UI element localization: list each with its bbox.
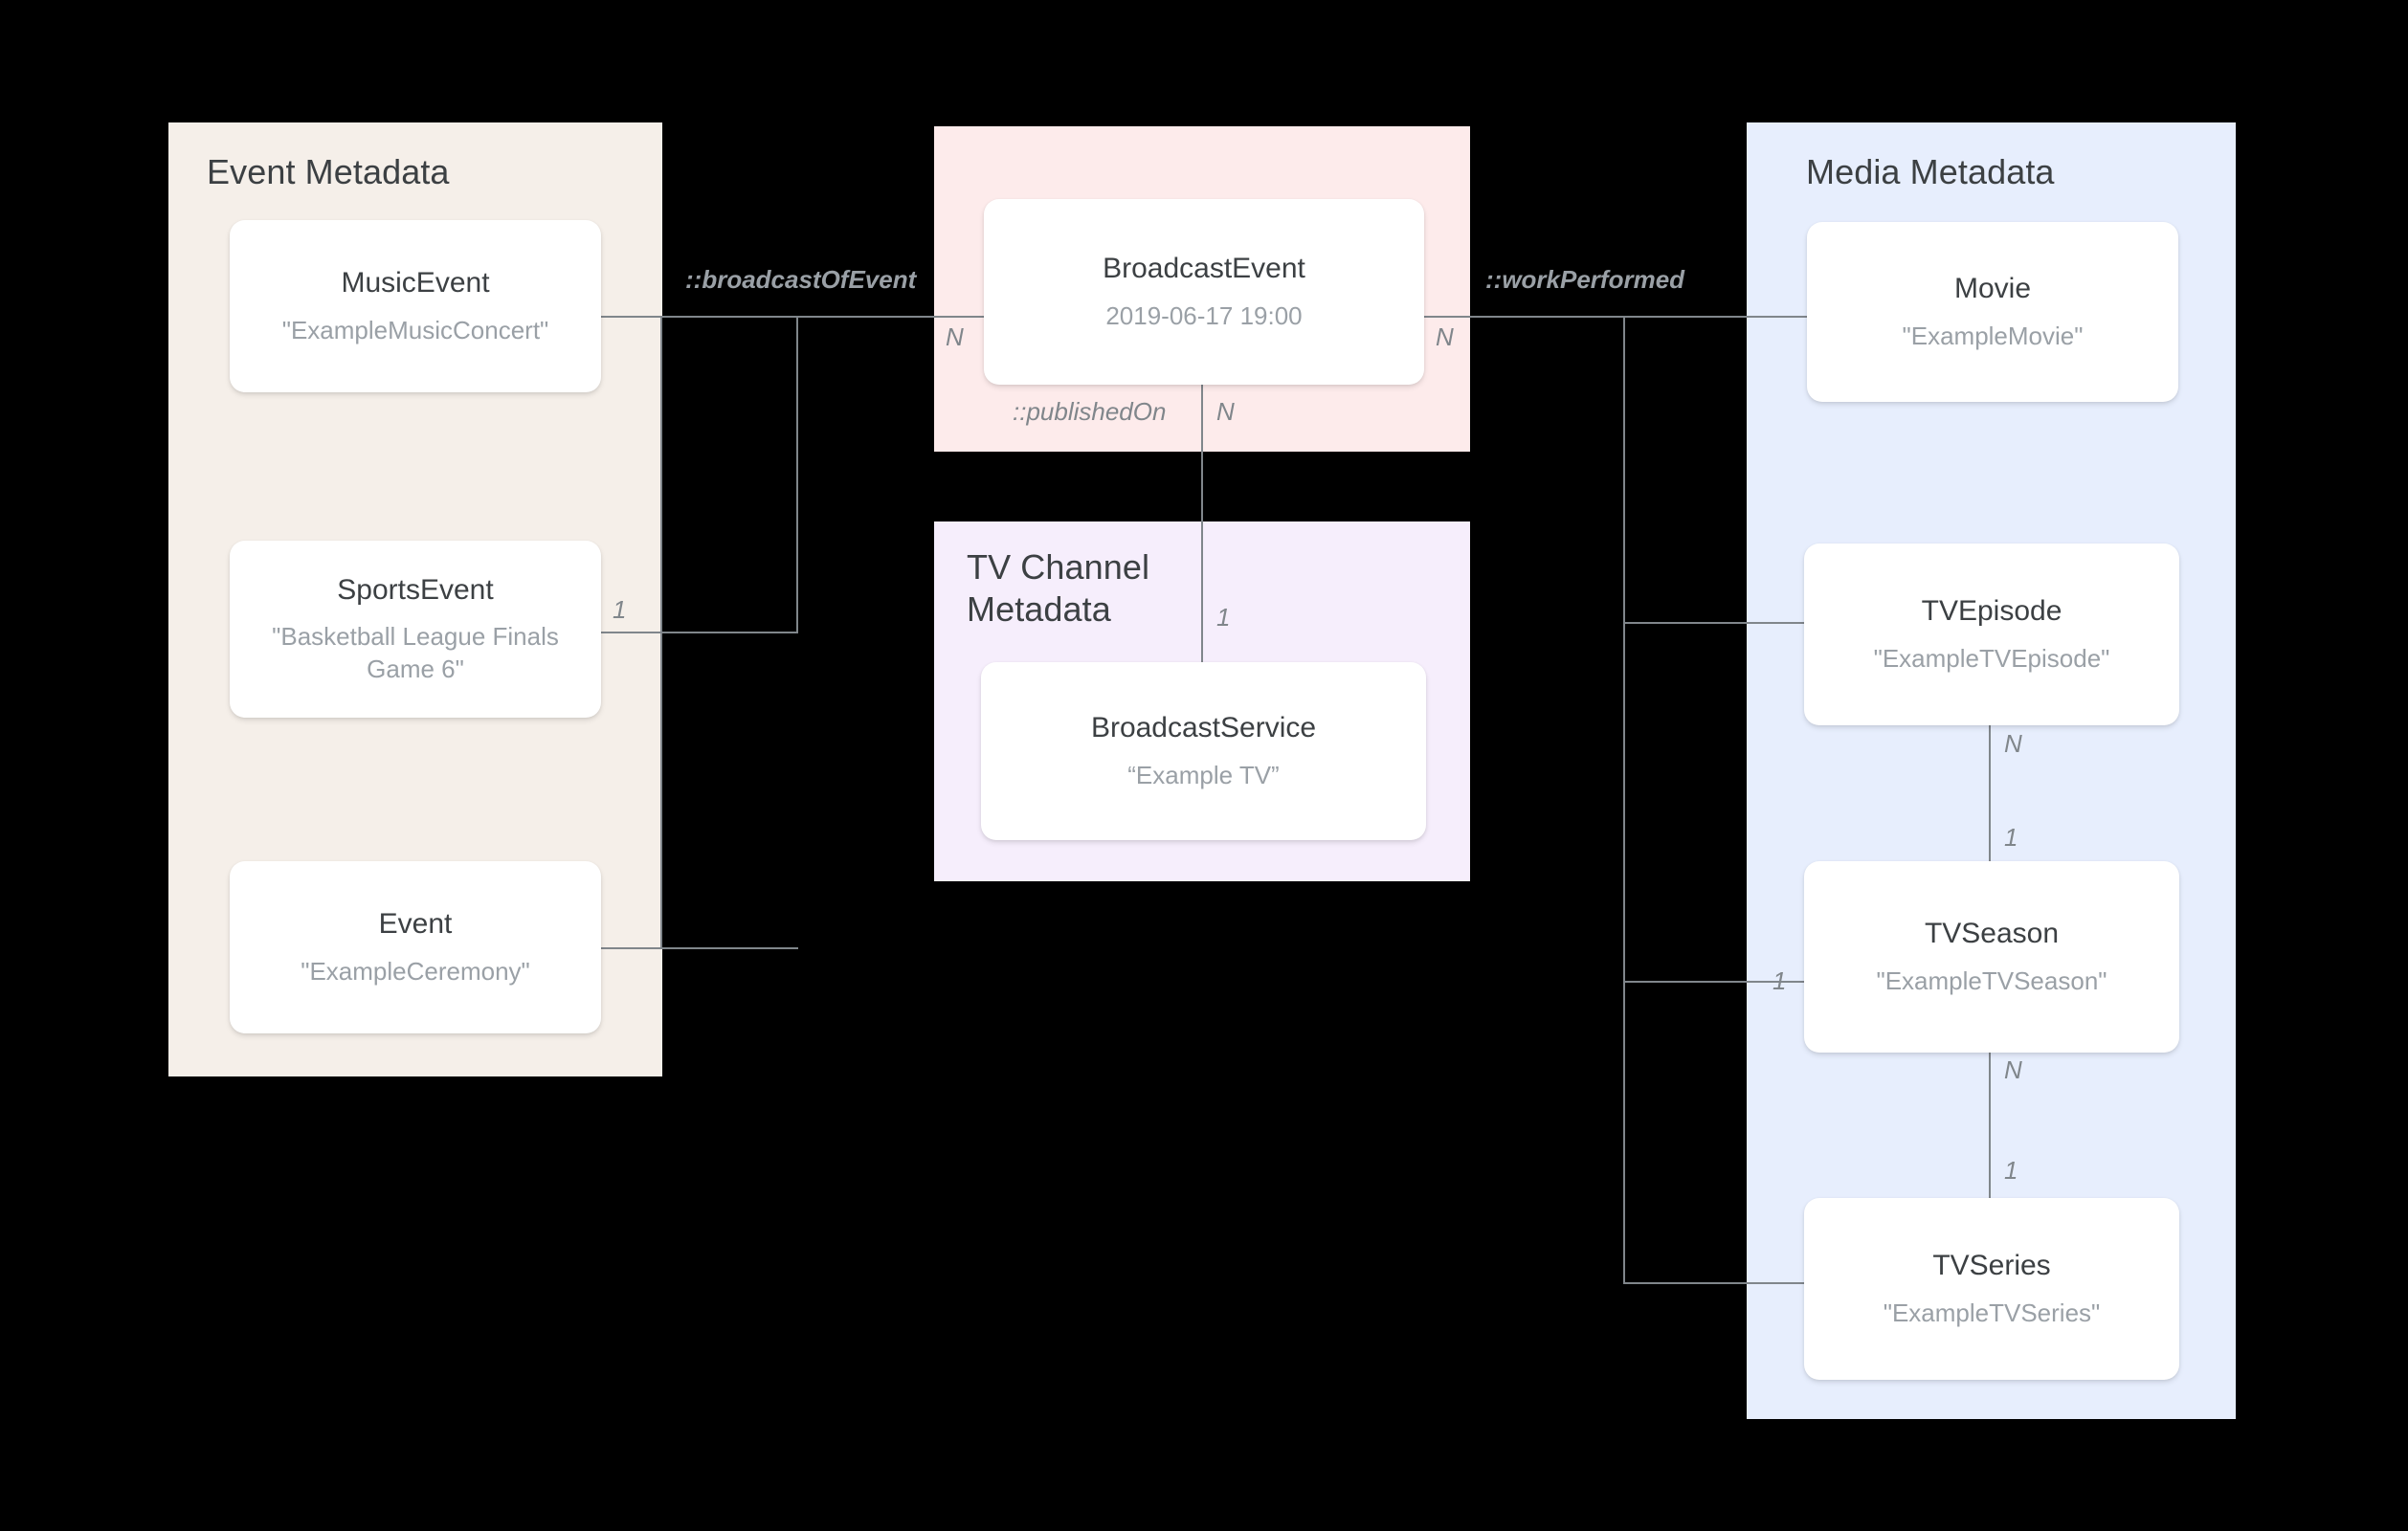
card-movie-value: "ExampleMovie"	[1902, 321, 2084, 350]
card-tv-series-title: TVSeries	[1932, 1250, 2051, 1282]
card-music-event-value: "ExampleMusicConcert"	[281, 315, 549, 344]
edge-to-broadcast-event-left	[796, 316, 984, 318]
card-tv-episode-title: TVEpisode	[1921, 595, 2062, 628]
card-broadcast-event[interactable]: BroadcastEvent 2019-06-17 19:00	[984, 199, 1424, 385]
card-sports-event-value: "Basketball League Finals Game 6"	[272, 622, 559, 684]
relation-label-work-performed: ::workPerformed	[1485, 265, 1685, 294]
edge-tv-episode-to-season	[1989, 725, 1991, 907]
edge-branch-tv-season	[1623, 981, 1807, 983]
cardinality-tv-season-bottom: N	[2004, 1055, 2022, 1084]
cardinality-tv-season-top: 1	[2004, 823, 2018, 852]
card-movie-title: Movie	[1953, 273, 2032, 305]
cardinality-sports-event-side: 1	[613, 595, 627, 624]
edge-branch-tv-episode	[1623, 622, 1807, 624]
card-broadcast-service-value: “Example TV”	[1127, 760, 1280, 789]
relation-label-published-on: ::publishedOn	[1013, 397, 1167, 426]
edge-event-outer-trunk	[796, 316, 798, 632]
edge-branch-movie	[1623, 316, 1807, 318]
cardinality-broadcast-event-left: N	[946, 322, 964, 351]
card-tv-episode-value: "ExampleTVEpisode"	[1873, 643, 2110, 673]
card-tv-series-value: "ExampleTVSeries"	[1883, 1298, 2101, 1327]
card-tv-series[interactable]: TVSeries "ExampleTVSeries"	[1804, 1198, 2179, 1380]
card-tv-season[interactable]: TVSeason "ExampleTVSeason"	[1804, 861, 2179, 1053]
card-sports-event-title: SportsEvent	[337, 573, 494, 606]
edge-sports-event-stub	[601, 632, 662, 633]
relation-label-broadcast-of-event: ::broadcastOfEvent	[685, 265, 917, 294]
card-music-event-title: MusicEvent	[341, 267, 490, 300]
card-movie[interactable]: Movie "ExampleMovie"	[1807, 222, 2178, 402]
edge-music-event-stub	[601, 316, 662, 318]
card-tv-episode[interactable]: TVEpisode "ExampleTVEpisode"	[1804, 544, 2179, 725]
cardinality-tv-season-left: 1	[1773, 966, 1787, 995]
edge-sports-run	[660, 632, 798, 633]
edge-branch-tv-series	[1623, 1282, 1807, 1284]
group-title-media-metadata: Media Metadata	[1806, 152, 2055, 191]
card-broadcast-event-value: 2019-06-17 19:00	[1105, 300, 1303, 330]
cardinality-tv-series-top: 1	[2004, 1156, 2018, 1185]
edge-media-trunk	[1623, 316, 1625, 1284]
card-broadcast-service[interactable]: BroadcastService “Example TV”	[981, 662, 1426, 840]
card-broadcast-event-title: BroadcastEvent	[1103, 253, 1305, 285]
edge-event-bottom-run	[660, 947, 798, 949]
card-sports-event[interactable]: SportsEvent "Basketball League Finals Ga…	[230, 541, 601, 718]
cardinality-broadcast-event-right: N	[1436, 322, 1454, 351]
group-title-event-metadata: Event Metadata	[207, 152, 450, 191]
edge-broadcast-event-right-stub	[1424, 316, 1625, 318]
edge-tv-season-to-series	[1989, 1053, 1991, 1225]
card-tv-season-value: "ExampleTVSeason"	[1876, 965, 2107, 995]
card-broadcast-service-title: BroadcastService	[1090, 712, 1317, 744]
cardinality-broadcast-event-bottom: N	[1216, 397, 1235, 426]
cardinality-broadcast-service-top: 1	[1216, 603, 1231, 632]
edge-broadcast-event-to-service	[1201, 385, 1203, 662]
edge-event-top-run	[660, 316, 798, 318]
edge-event-card-stub	[601, 947, 662, 949]
card-event[interactable]: Event "ExampleCeremony"	[230, 861, 601, 1033]
cardinality-tv-episode-bottom: N	[2004, 729, 2022, 758]
card-music-event[interactable]: MusicEvent "ExampleMusicConcert"	[230, 220, 601, 392]
card-event-value: "ExampleCeremony"	[301, 956, 530, 986]
card-event-title: Event	[378, 908, 453, 941]
card-tv-season-title: TVSeason	[1924, 918, 2060, 950]
group-title-tv-channel-metadata: TV Channel Metadata	[967, 547, 1150, 629]
